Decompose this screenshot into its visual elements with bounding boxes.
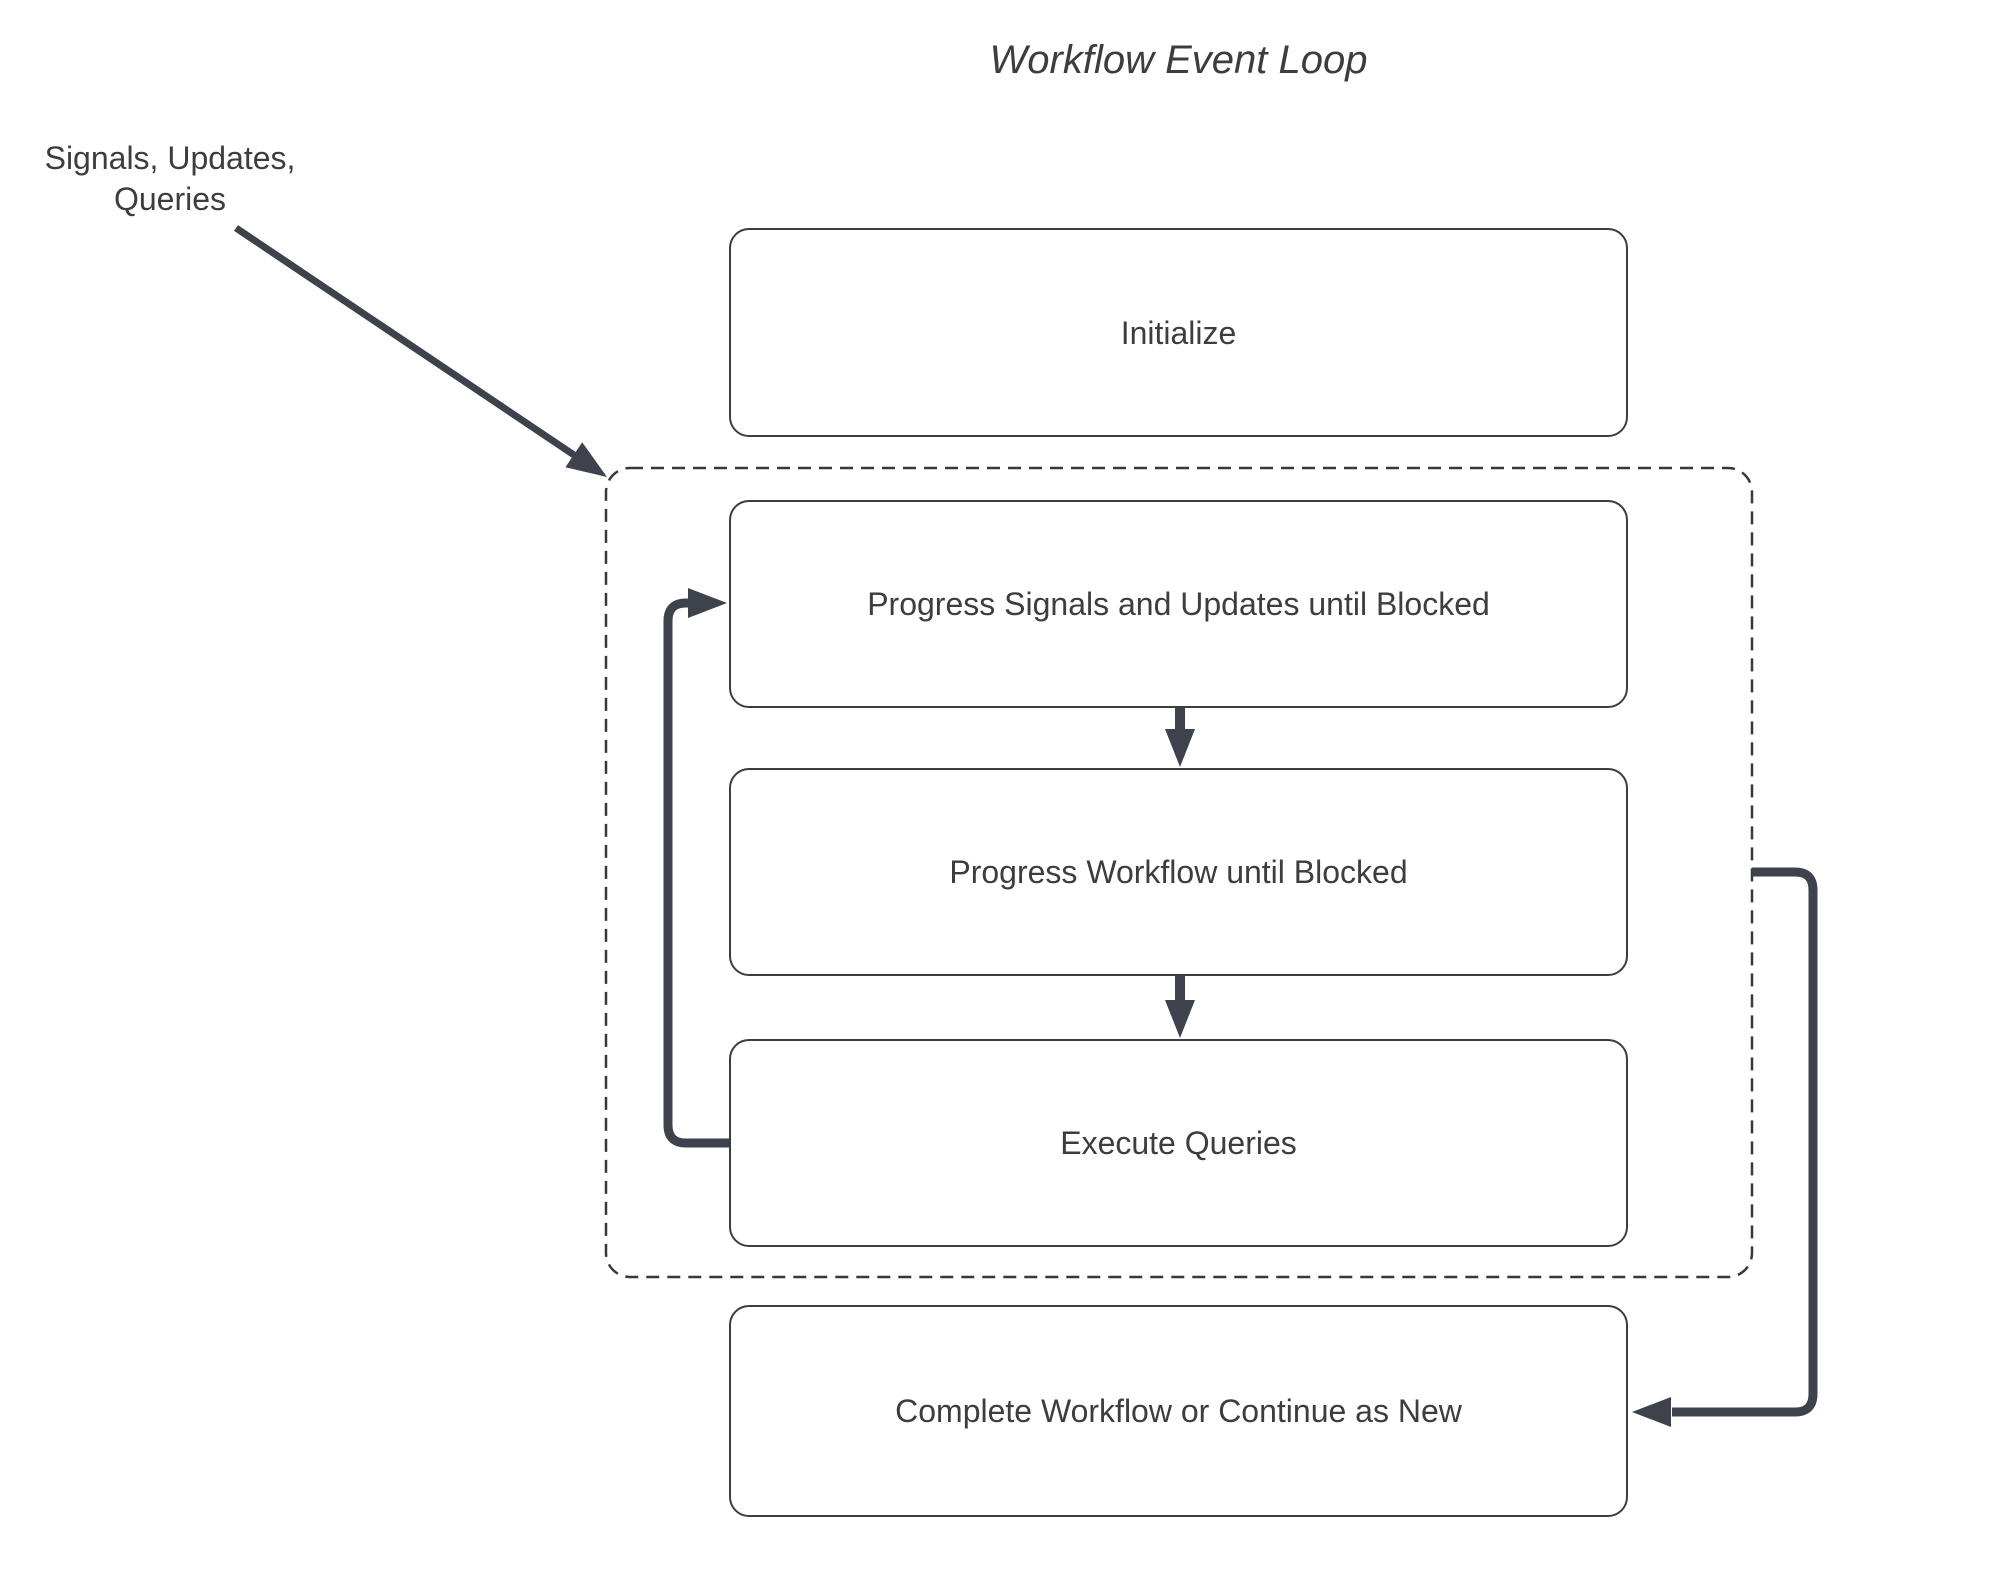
arrow-workflow-to-queries xyxy=(1165,974,1195,1038)
signals-input-arrow xyxy=(234,225,607,477)
arrow-signals-to-workflow xyxy=(1165,706,1195,767)
node-progress-signals-and-updates: Progress Signals and Updates until Block… xyxy=(729,500,1628,708)
loop-back-arrow xyxy=(663,588,729,1148)
signals-updates-queries-label: Signals, Updates, Queries xyxy=(44,140,296,217)
node-progress-workflow: Progress Workflow until Blocked xyxy=(729,768,1628,976)
node-execute-queries: Execute Queries xyxy=(729,1039,1628,1247)
diagram-title: Workflow Event Loop xyxy=(989,38,1368,82)
node-initialize: Initialize xyxy=(729,228,1628,437)
arrow-loop-to-complete xyxy=(1632,867,1818,1427)
node-complete-workflow: Complete Workflow or Continue as New xyxy=(729,1305,1628,1517)
